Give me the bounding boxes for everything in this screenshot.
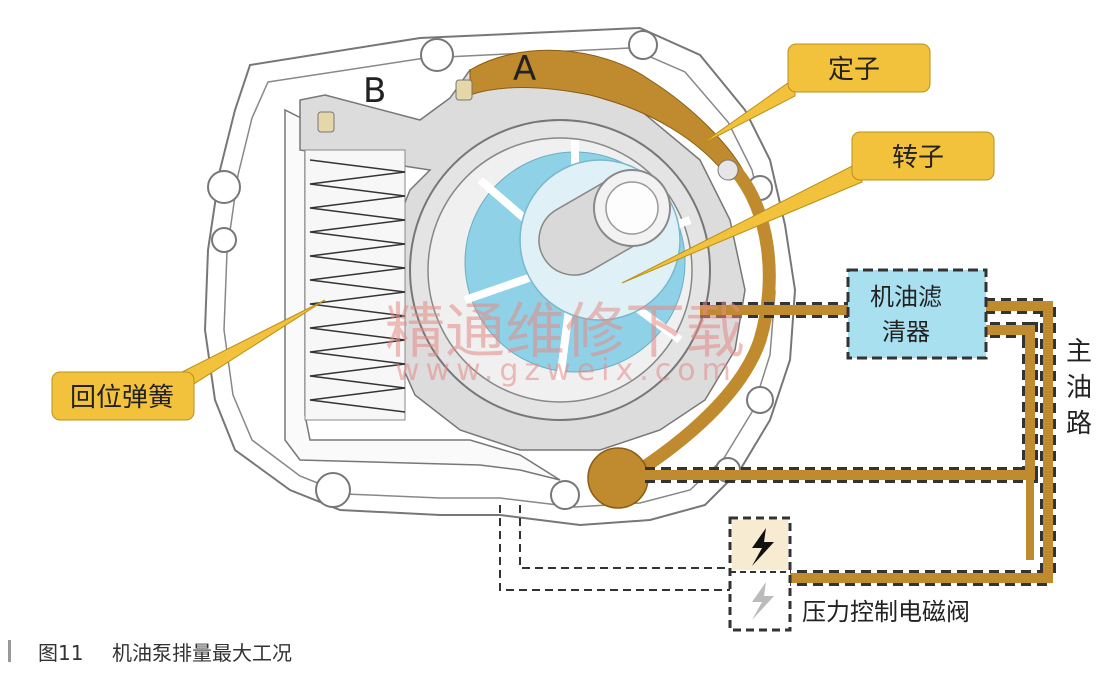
return-oil-pipe	[499, 505, 730, 591]
oil-outlet-port	[587, 447, 649, 509]
main-oil-line-char-1: 主	[1066, 337, 1092, 367]
drive-shaft-face	[605, 181, 659, 235]
pin-b	[317, 111, 335, 133]
stator-callout-box	[787, 43, 931, 93]
rotor-callout-box	[851, 131, 995, 181]
main-oil-pipes	[645, 298, 1056, 586]
lightning-bolt-icon-faded	[752, 582, 774, 620]
pressure-valve-label: 压力控制电磁阀	[802, 598, 970, 626]
return-spring	[309, 159, 406, 413]
oil-filter-box	[846, 268, 988, 360]
oil-filter-label-line1: 机油滤	[870, 283, 942, 311]
return-spring-label: 回位弹簧	[70, 383, 174, 413]
oil-filter-label-line2: 清器	[882, 318, 930, 346]
lightning-bolt-icon	[752, 528, 774, 566]
chamber-b-label: B	[363, 71, 386, 111]
figure-number: 图11	[38, 641, 83, 665]
figure-title: 机油泵排量最大工况	[112, 641, 292, 665]
main-oil-line-char-3: 路	[1066, 409, 1092, 439]
chamber-a-label: A	[513, 49, 536, 89]
caption-marker	[8, 640, 11, 662]
rotor-label: 转子	[892, 143, 944, 173]
spring-callout-box	[51, 371, 195, 421]
pump-housing-inner-outline	[223, 47, 776, 508]
pin-a	[455, 79, 473, 101]
main-oil-line-char-2: 油	[1066, 373, 1092, 403]
watermark-text: 精通维修下载	[385, 297, 745, 367]
pin-stator	[717, 159, 739, 181]
stator-label: 定子	[828, 55, 880, 85]
watermark-url: www.gzweix.com	[395, 353, 737, 388]
